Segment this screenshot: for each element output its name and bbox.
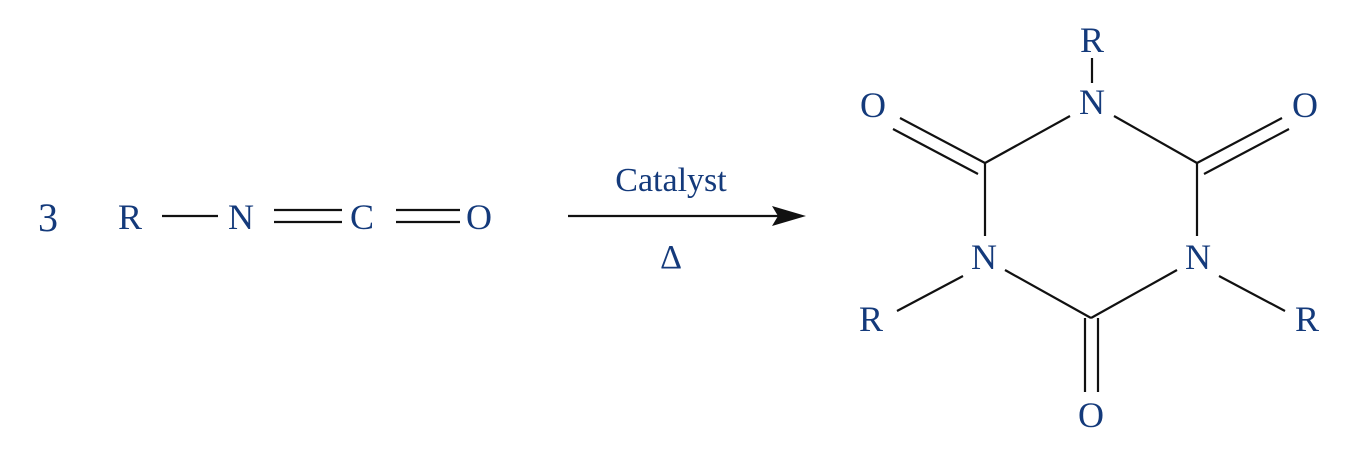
product-isocyanurate: N N N R R R O O O: [859, 20, 1319, 435]
oxygen-upper-left: O: [860, 85, 886, 125]
ring-nitrogen-left: N: [971, 237, 997, 277]
ring-bond-nleft-cbottom: [1004, 269, 1092, 319]
reactant-isocyanate: 3 R N C O: [38, 195, 492, 240]
catalyst-label: Catalyst: [615, 162, 727, 199]
reactant-carbon: C: [350, 197, 374, 237]
stoichiometric-coefficient: 3: [38, 195, 58, 240]
co-upper-right-line-2: [1203, 128, 1290, 175]
ring-bond-ntop-cright: [1113, 115, 1198, 164]
ring-bond-ntop-cleft: [984, 115, 1071, 164]
r-group-top: R: [1080, 20, 1104, 60]
ring-bond-nright-cbottom: [1090, 269, 1178, 319]
r-group-left: R: [859, 299, 883, 339]
oxygen-upper-right: O: [1292, 85, 1318, 125]
oxygen-bottom: O: [1078, 395, 1104, 435]
arrow-head: [772, 206, 806, 226]
nleft-r-bond: [896, 275, 964, 312]
co-upper-right-line-1: [1196, 117, 1283, 164]
ring-nitrogen-top: N: [1079, 82, 1105, 122]
reactant-oxygen: O: [466, 197, 492, 237]
ring-nitrogen-right: N: [1185, 237, 1211, 277]
co-upper-left-line-2: [892, 128, 979, 175]
r-group-right: R: [1295, 299, 1319, 339]
reaction-arrow: Catalyst Δ: [568, 162, 806, 276]
nright-r-bond: [1218, 275, 1286, 312]
co-upper-left-line-1: [899, 117, 986, 164]
reactant-nitrogen: N: [228, 197, 254, 237]
reactant-r-group: R: [118, 197, 142, 237]
heat-symbol: Δ: [660, 239, 682, 276]
